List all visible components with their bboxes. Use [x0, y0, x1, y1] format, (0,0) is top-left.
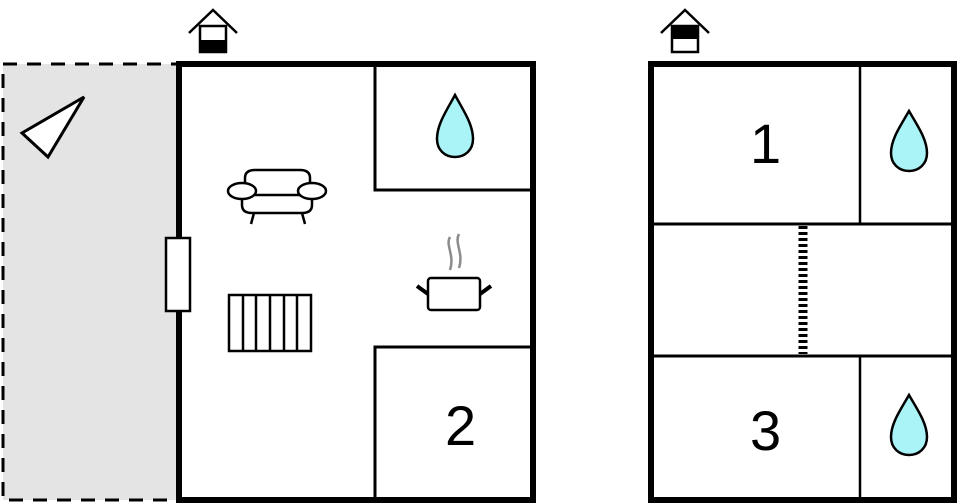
cooking-pot-icon [415, 233, 493, 312]
bathroom-wall [373, 64, 533, 192]
radiator-icon [227, 293, 313, 353]
ground-floor: 2 [1, 8, 536, 503]
water-drop-icon [435, 92, 475, 159]
room-label-3: 3 [750, 399, 781, 462]
upper-floor: 1 3 [648, 8, 957, 503]
terrace-door-icon [164, 236, 192, 313]
room-label-2: 2 [445, 394, 476, 457]
house-upper-floor-icon [660, 8, 710, 54]
water-drop-icon [889, 108, 929, 173]
bedroom-2-wall [373, 345, 533, 500]
house-ground-floor-icon [188, 8, 238, 54]
terrace-direction-icon [19, 95, 86, 160]
sofa-icon [226, 168, 328, 225]
water-drop-icon [889, 392, 929, 457]
room-label-1: 1 [750, 112, 781, 175]
